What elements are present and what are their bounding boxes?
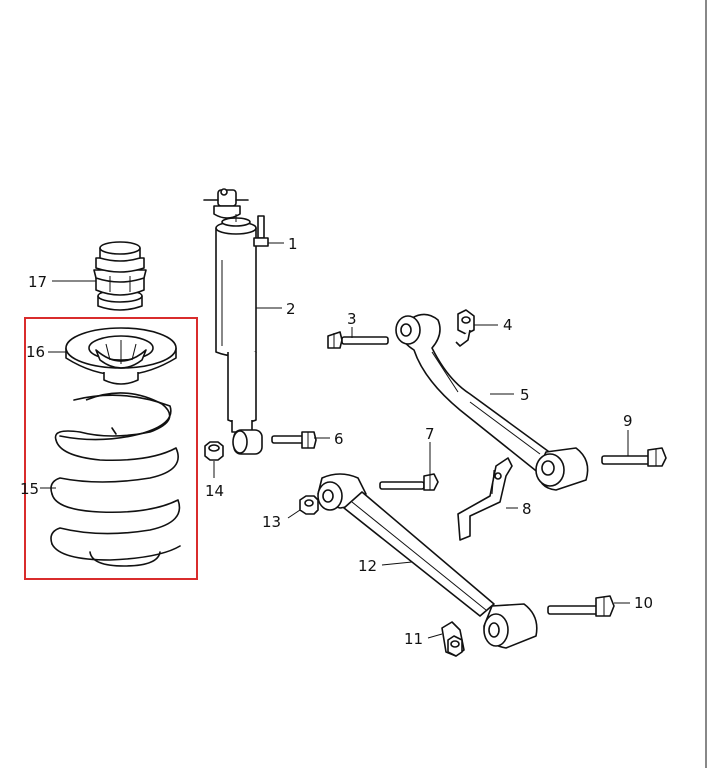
upper-control-arm-part[interactable]: [395, 313, 589, 491]
bracket-nut-4-part[interactable]: [455, 309, 475, 347]
callout-4: 4: [503, 316, 513, 334]
coil-spring-part[interactable]: [50, 392, 181, 567]
callout-17: 17: [28, 273, 47, 291]
callout-13: 13: [262, 513, 281, 531]
bolt-6-part[interactable]: [271, 431, 317, 449]
callout-7: 7: [425, 425, 435, 443]
bolt-1-part[interactable]: [253, 215, 269, 247]
nut-14-part[interactable]: [204, 441, 224, 461]
jounce-bumper-part[interactable]: [93, 241, 147, 311]
bolt-7-part[interactable]: [379, 473, 439, 491]
callout-2: 2: [286, 300, 296, 318]
callout-16: 16: [26, 343, 45, 361]
callout-14: 14: [205, 482, 224, 500]
callout-11: 11: [404, 630, 423, 648]
callout-1: 1: [288, 235, 298, 253]
callout-10: 10: [634, 594, 653, 612]
bolt-9-part[interactable]: [601, 447, 667, 467]
nut-13-part[interactable]: [299, 495, 319, 515]
shock-absorber-part[interactable]: [203, 188, 263, 455]
callout-15: 15: [20, 480, 39, 498]
bracket-8-part[interactable]: [457, 457, 513, 541]
spring-isolator-part[interactable]: [65, 327, 177, 385]
callout-6: 6: [334, 430, 344, 448]
callout-8: 8: [522, 500, 532, 518]
bracket-nut-11-part[interactable]: [441, 621, 465, 657]
callout-12: 12: [358, 557, 377, 575]
bolt-10-part[interactable]: [547, 595, 615, 617]
callout-3: 3: [347, 310, 357, 328]
highlight-box: [24, 317, 198, 580]
leader-lines: [40, 242, 630, 639]
lower-control-arm-part[interactable]: [317, 473, 538, 649]
bolt-3-part[interactable]: [327, 331, 389, 349]
callout-5: 5: [520, 386, 530, 404]
callout-9: 9: [623, 412, 633, 430]
